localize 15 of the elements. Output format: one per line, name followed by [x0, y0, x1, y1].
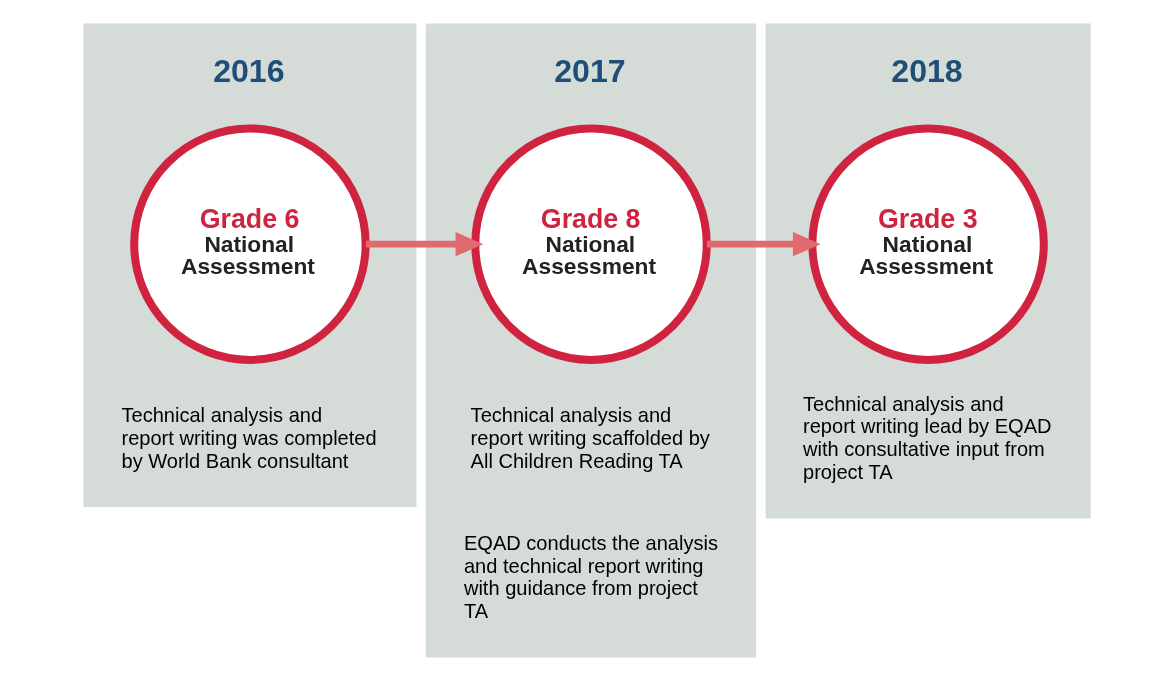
- node-label: Technical analysis and report writing lead by EQAD with consultative input from project TA: [803, 392, 1052, 483]
- node-label: Technical analysis and report writing scaffolded by All Children Reading TA: [470, 404, 710, 472]
- cluster: [765, 23, 1091, 519]
- arrow: [365, 232, 484, 257]
- node-label: EQAD conducts the analysis and technical report writing with guidance from project TA: [463, 531, 718, 623]
- cluster: [83, 23, 417, 508]
- node-label: 2016: [213, 52, 285, 89]
- arrow: [706, 232, 821, 257]
- node-label: Technical analysis and report writing was completed by World Bank consultant: [121, 404, 377, 472]
- node-label: 2018: [891, 52, 963, 89]
- node-circle: Grade 3 National Assessment: [808, 124, 1048, 364]
- node-circle: Grade 8 National Assessment: [471, 124, 711, 364]
- node-label: 2017: [554, 52, 626, 89]
- node-circle: Grade 6 National Assessment: [130, 124, 370, 364]
- cluster: [425, 23, 757, 658]
